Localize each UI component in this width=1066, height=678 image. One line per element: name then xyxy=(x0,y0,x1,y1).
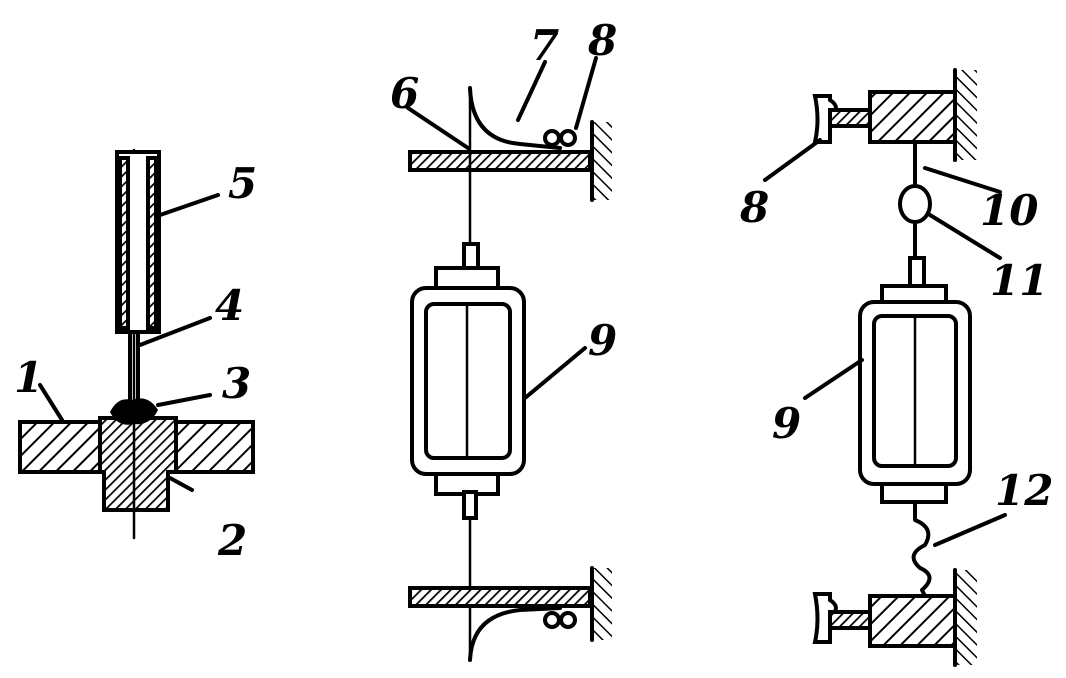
label-7: 7 xyxy=(530,21,559,70)
top-support-rod xyxy=(408,150,592,172)
bottom-holder-block xyxy=(868,594,957,648)
label-3: 3 xyxy=(222,359,251,408)
label-1: 1 xyxy=(14,353,43,402)
tube-part-5 xyxy=(115,150,161,334)
adjusting-screw-top xyxy=(812,94,872,144)
figure-left: 1 2 3 4 5 xyxy=(14,148,257,565)
figure-right: 8 10 11 9 12 xyxy=(739,68,1053,667)
adjusting-screw-bottom xyxy=(812,592,872,644)
moving-coil-frame-part-9 xyxy=(410,266,526,496)
label-5: 5 xyxy=(228,159,257,208)
figure-middle: 6 7 8 9 xyxy=(390,16,617,662)
bushing-part-2 xyxy=(98,416,178,512)
ring-part-11 xyxy=(898,184,932,224)
moving-coil-frame-right-part-9 xyxy=(858,284,972,504)
label-8-right: 8 xyxy=(739,183,769,232)
label-2: 2 xyxy=(217,516,247,565)
label-9-middle: 9 xyxy=(588,316,617,365)
bottom-support-rod xyxy=(408,586,592,608)
spiral-spring-part-12 xyxy=(911,500,932,598)
label-6: 6 xyxy=(390,69,419,118)
top-holder-block xyxy=(868,90,957,144)
nut-part-8 xyxy=(543,129,577,147)
label-11: 11 xyxy=(990,256,1048,305)
plate-part-1 xyxy=(18,420,255,474)
label-10: 10 xyxy=(980,186,1038,235)
label-12: 12 xyxy=(995,466,1053,515)
label-8-middle: 8 xyxy=(587,16,617,65)
label-4: 4 xyxy=(215,281,244,330)
label-9-right: 9 xyxy=(772,399,801,448)
